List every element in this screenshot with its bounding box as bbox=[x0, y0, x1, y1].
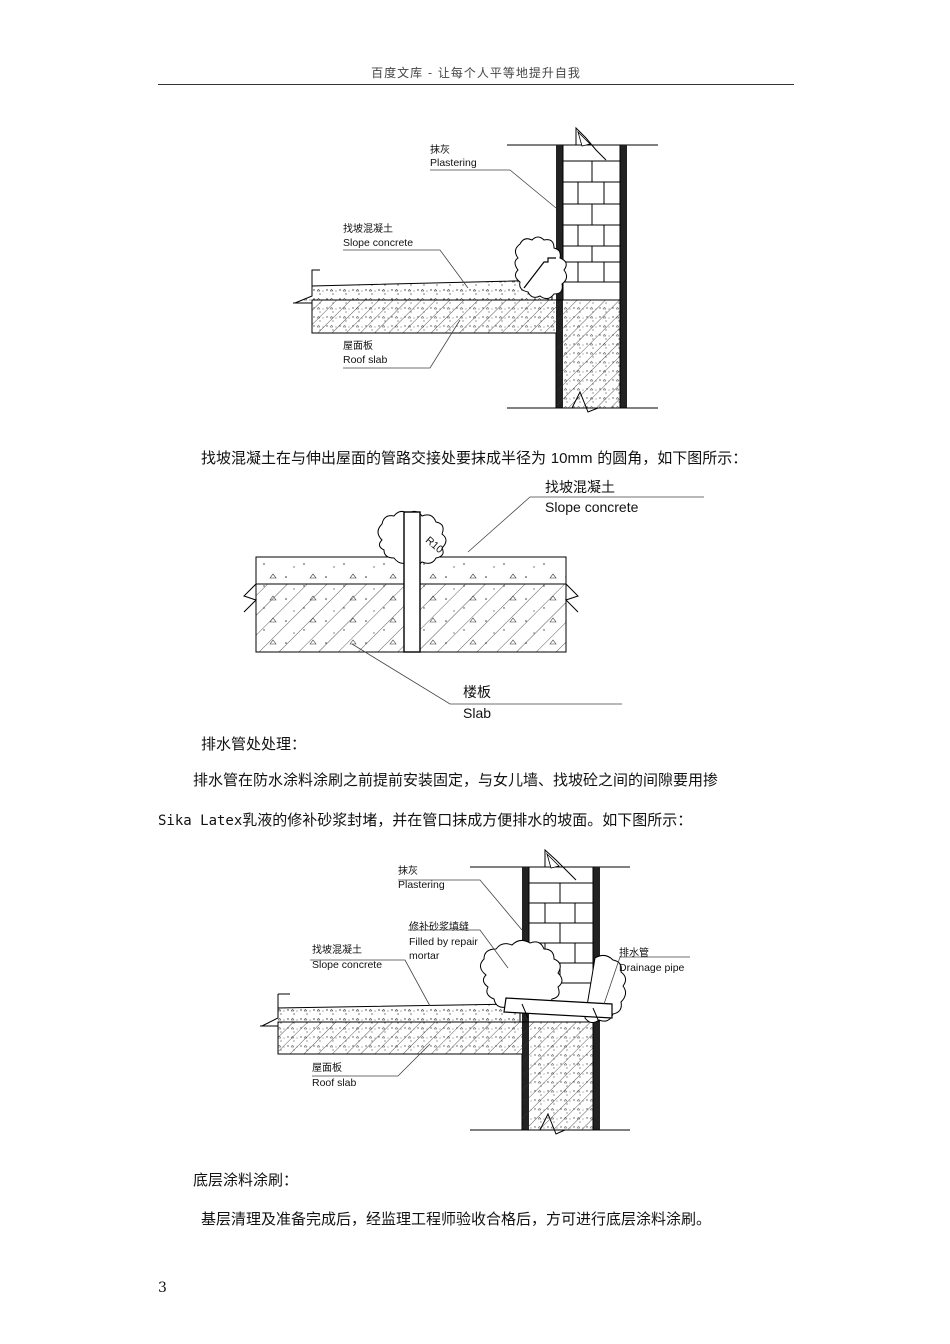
page-header: 百度文库 - 让每个人平等地提升自我 bbox=[371, 66, 581, 80]
figure-2-leaders bbox=[351, 496, 704, 705]
label-roof-en: Roof slab bbox=[312, 1077, 357, 1089]
label-plastering-en: Plastering bbox=[398, 879, 445, 891]
label-roof-cn: 屋面板 bbox=[343, 339, 373, 352]
label-slope-cn: 找坡混凝土 bbox=[312, 943, 362, 956]
slope-concrete-layer bbox=[260, 993, 521, 1027]
drainage-pipe bbox=[503, 997, 613, 1019]
label-drain-cn: 排水管 bbox=[619, 946, 649, 959]
pipe bbox=[403, 511, 421, 653]
paragraph-fillet-note: 找坡混凝土在与伸出屋面的管路交接处要抹成半径为 10mm 的圆角，如下图所示： bbox=[201, 448, 747, 469]
roof-slab bbox=[311, 299, 658, 413]
label-repair-en-1: Filled by repair bbox=[409, 936, 478, 948]
label-plastering-cn: 抹灰 bbox=[430, 143, 450, 156]
heading-base-coat: 底层涂料涂刷： bbox=[193, 1171, 299, 1189]
label-slope-en: Slope concrete bbox=[312, 959, 382, 971]
label-slope-en: Slope concrete bbox=[343, 237, 413, 249]
paragraph-1-text-a: 找坡混凝土在与伸出屋面的管路交接处要抹成半径为 bbox=[201, 449, 551, 467]
header-divider bbox=[158, 84, 794, 85]
paragraph-base-coat: 基层清理及准备完成后，经监理工程师验收合格后，方可进行底层涂料涂刷。 bbox=[201, 1210, 712, 1228]
label-slope-cn: 找坡混凝土 bbox=[545, 480, 615, 496]
label-repair-cn: 修补砂浆填缝 bbox=[409, 920, 469, 933]
label-slope-cn: 找坡混凝土 bbox=[343, 222, 393, 235]
figure-1-leaders bbox=[343, 169, 557, 369]
paragraph-drain-line-2: Sika Latex乳液的修补砂浆封堵，并在管口抹成方便排水的坡面。如下图所示： bbox=[158, 810, 692, 831]
brick-coursing bbox=[563, 160, 620, 283]
label-drain-en: Drainage pipe bbox=[619, 962, 685, 974]
label-roof-cn: 屋面板 bbox=[312, 1061, 342, 1074]
paragraph-1-text-c: 的圆角，如下图所示： bbox=[592, 449, 748, 467]
label-slab-en: Slab bbox=[463, 705, 491, 721]
label-plastering-en: Plastering bbox=[430, 157, 477, 169]
label-roof-en: Roof slab bbox=[343, 354, 388, 366]
figure-3-leaders bbox=[310, 879, 690, 1077]
figure-2-pipe-penetration: R10 找坡混凝土 Slope concrete 楼板 Slab bbox=[243, 480, 704, 721]
page-number: 3 bbox=[158, 1280, 167, 1296]
figure-1-parapet-detail: 抹灰 Plastering 找坡混凝土 Slope concrete 屋面板 R… bbox=[293, 126, 658, 413]
label-slope-en: Slope concrete bbox=[545, 499, 639, 515]
paragraph-drain-sika: Sika Latex bbox=[158, 813, 243, 829]
label-repair-en-2: mortar bbox=[409, 950, 440, 962]
heading-drain-treatment: 排水管处处理： bbox=[201, 735, 307, 753]
label-plastering-cn: 抹灰 bbox=[398, 864, 418, 877]
paragraph-drain-line-1: 排水管在防水涂料涂刷之前提前安装固定，与女儿墙、找坡砼之间的间隙要用掺 bbox=[193, 771, 719, 789]
label-slab-cn: 楼板 bbox=[463, 685, 491, 701]
paragraph-drain-rest: 乳液的修补砂浆封堵，并在管口抹成方便排水的坡面。如下图所示： bbox=[242, 811, 693, 829]
paragraph-1-text-b: 10mm bbox=[550, 450, 593, 467]
figure-3-drainage-pipe-detail: 抹灰 Plastering 修补砂浆填缝 Filled by repair mo… bbox=[260, 848, 690, 1135]
